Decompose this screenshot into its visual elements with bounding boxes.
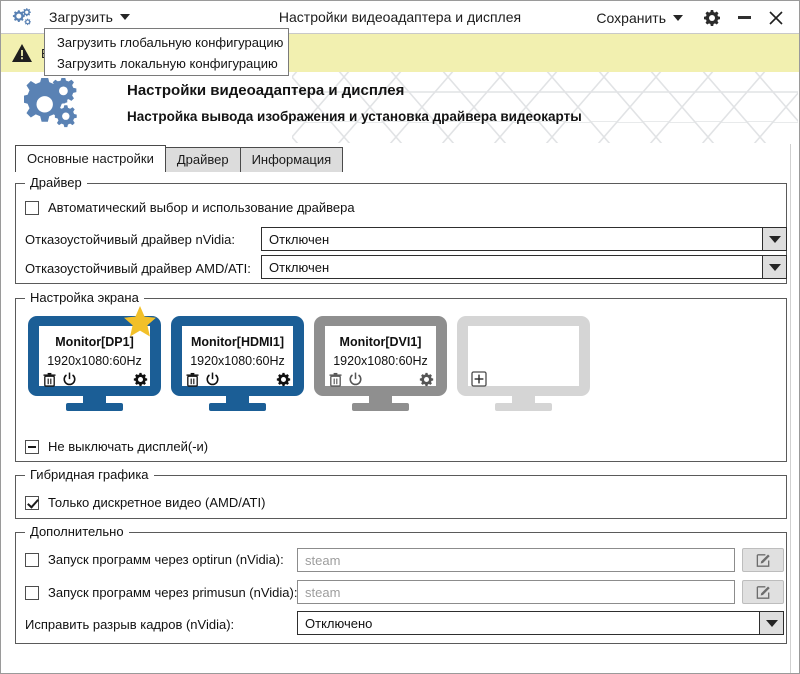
- monitor-name-1: Monitor[HDMI1]: [190, 335, 285, 349]
- minimize-icon: [737, 16, 751, 19]
- monitor-icon: [28, 316, 161, 411]
- monitor-card-1[interactable]: Monitor[HDMI1] 1920x1080:60Hz: [169, 314, 306, 412]
- auto-driver-checkbox-row[interactable]: Автоматический выбор и использование дра…: [25, 200, 355, 215]
- optirun-edit-button[interactable]: [742, 548, 784, 572]
- tab-driver[interactable]: Драйвер: [164, 147, 241, 172]
- chevron-down-icon[interactable]: [762, 256, 786, 278]
- tearfix-value: Отключено: [305, 615, 373, 631]
- power-icon[interactable]: [205, 372, 220, 387]
- monitor-name-0: Monitor[DP1]: [55, 335, 134, 349]
- menu-item-load-local[interactable]: Загрузить локальную конфигурацию: [57, 56, 278, 71]
- hybrid-group-legend: Гибридная графика: [25, 467, 154, 482]
- gear-icon[interactable]: [133, 372, 148, 387]
- hybrid-group: Гибридная графика: [15, 467, 787, 519]
- tearfix-label: Исправить разрыв кадров (nVidia):: [25, 617, 235, 632]
- save-menu-label: Сохранить: [596, 9, 666, 26]
- app-gears-icon: [1, 1, 43, 34]
- gear-icon: [704, 9, 720, 26]
- auto-driver-label: Автоматический выбор и использование дра…: [48, 200, 355, 215]
- nvidia-fallback-label: Отказоустойчивый драйвер nVidia:: [25, 232, 235, 247]
- monitor-icon: [314, 316, 447, 411]
- trash-icon[interactable]: [328, 372, 343, 387]
- banner-title: Настройки видеоадаптера и дисплея: [127, 82, 405, 99]
- amd-fallback-label: Отказоустойчивый драйвер AMD/ATI:: [25, 261, 251, 276]
- banner-gears-icon: [24, 78, 77, 128]
- nvidia-fallback-value: Отключен: [269, 231, 330, 247]
- discrete-video-checkbox-row[interactable]: Только дискретное видео (AMD/ATI): [25, 495, 265, 510]
- amd-fallback-value: Отключен: [269, 259, 330, 275]
- optirun-label: Запуск программ через optirun (nVidia):: [48, 552, 284, 567]
- never-off-checkbox-row[interactable]: Не выключать дисплей(-и): [25, 439, 208, 454]
- never-off-checkbox[interactable]: [25, 439, 39, 454]
- warning-triangle-icon: [12, 44, 32, 62]
- hexagon-watermark: [292, 72, 798, 143]
- monitor-card-2[interactable]: Monitor[DVI1] 1920x1080:60Hz: [312, 314, 449, 412]
- monitor-actions-1: [185, 372, 291, 387]
- monitor-icon: [171, 316, 304, 411]
- optirun-input[interactable]: steam: [297, 548, 735, 572]
- banner-subtitle: Настройка вывода изображения и установка…: [127, 109, 582, 124]
- edit-pencil-icon: [756, 585, 770, 599]
- monitor-resolution-1: 1920x1080:60Hz: [190, 354, 285, 368]
- monitor-resolution-2: 1920x1080:60Hz: [333, 354, 428, 368]
- tab-strip: Основные настройки Драйвер Информация: [15, 145, 344, 172]
- tearfix-combo[interactable]: Отключено: [297, 611, 784, 635]
- monitor-icon: [457, 316, 590, 411]
- primary-star-icon: [124, 306, 156, 337]
- load-menu-label: Загрузить: [49, 9, 113, 25]
- load-dropdown-menu: Загрузить глобальную конфигурацию Загруз…: [44, 28, 289, 76]
- primusun-edit-button[interactable]: [742, 580, 784, 604]
- driver-group-legend: Драйвер: [25, 175, 87, 190]
- monitor-card-add[interactable]: [455, 314, 592, 412]
- close-button[interactable]: [761, 3, 791, 33]
- monitor-card-0[interactable]: Monitor[DP1] 1920x1080:60Hz: [26, 306, 163, 412]
- chevron-down-icon: [673, 14, 683, 21]
- settings-button[interactable]: [697, 3, 727, 33]
- monitor-resolution-0: 1920x1080:60Hz: [47, 354, 142, 368]
- edit-pencil-icon: [756, 553, 770, 567]
- gear-icon[interactable]: [419, 372, 434, 387]
- monitor-actions-0: [42, 372, 148, 387]
- never-off-label: Не выключать дисплей(-и): [48, 439, 209, 454]
- optirun-checkbox-row[interactable]: Запуск программ через optirun (nVidia):: [25, 552, 284, 567]
- primusun-input[interactable]: steam: [297, 580, 735, 604]
- tab-main-settings[interactable]: Основные настройки: [15, 145, 166, 172]
- header-banner: Настройки видеоадаптера и дисплея Настро…: [2, 72, 798, 143]
- gear-icon[interactable]: [276, 372, 291, 387]
- screen-group: Настройка экрана: [15, 290, 787, 462]
- primusun-checkbox-row[interactable]: Запуск программ через primusun (nVidia):: [25, 585, 297, 600]
- trash-icon[interactable]: [185, 372, 200, 387]
- advanced-group-legend: Дополнительно: [25, 524, 129, 539]
- discrete-video-label: Только дискретное видео (AMD/ATI): [48, 495, 266, 510]
- advanced-group: Дополнительно: [15, 524, 787, 644]
- primusun-checkbox[interactable]: [25, 585, 39, 600]
- discrete-video-checkbox[interactable]: [25, 495, 39, 510]
- minimize-button[interactable]: [729, 3, 759, 33]
- power-icon[interactable]: [348, 372, 363, 387]
- load-menu-button[interactable]: Загрузить: [43, 3, 136, 31]
- chevron-down-icon[interactable]: [759, 612, 783, 634]
- amd-fallback-combo[interactable]: Отключен: [261, 255, 787, 279]
- plus-icon[interactable]: [471, 371, 487, 387]
- trash-icon[interactable]: [42, 372, 57, 387]
- chevron-down-icon: [119, 14, 130, 20]
- optirun-checkbox[interactable]: [25, 552, 39, 567]
- auto-driver-checkbox[interactable]: [25, 200, 39, 215]
- screen-group-legend: Настройка экрана: [25, 290, 144, 305]
- close-icon: [769, 10, 783, 25]
- primusun-label: Запуск программ через primusun (nVidia):: [48, 585, 298, 600]
- title-bar-right: Сохранить: [590, 1, 799, 34]
- menu-item-load-global[interactable]: Загрузить глобальную конфигурацию: [57, 35, 284, 50]
- vertical-scrollbar[interactable]: [790, 144, 798, 673]
- tab-information[interactable]: Информация: [239, 147, 344, 172]
- chevron-down-icon[interactable]: [762, 228, 786, 250]
- monitor-name-2: Monitor[DVI1]: [339, 335, 422, 349]
- nvidia-fallback-combo[interactable]: Отключен: [261, 227, 787, 251]
- power-icon[interactable]: [62, 372, 77, 387]
- monitor-actions-2: [328, 372, 434, 387]
- save-menu-button[interactable]: Сохранить: [590, 4, 689, 32]
